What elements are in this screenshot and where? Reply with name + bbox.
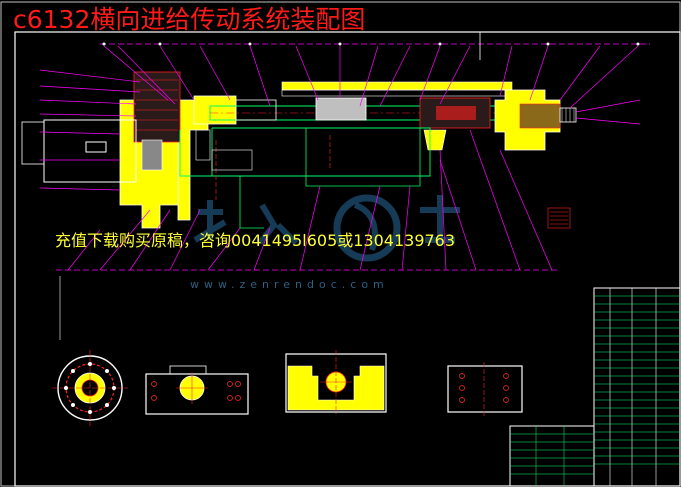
section-view-d-plate [447,362,523,416]
section-view-b-block [145,365,249,415]
watermark-url: www.zenrendoc.com [190,278,389,291]
purchase-contact-text: 充值下载购买原稿，咨询0041495l605或1304139763 [55,231,456,250]
leader-lines [39,45,641,271]
parts-list-table [509,207,681,487]
main-section-view [21,71,577,229]
section-view-c-channel [285,350,387,414]
section-view-a-flange [52,276,128,426]
drawing-title: c6132横向进给传动系统装配图 [13,5,366,34]
watermark-logo [193,194,460,262]
drawing-border-inner [14,31,681,487]
